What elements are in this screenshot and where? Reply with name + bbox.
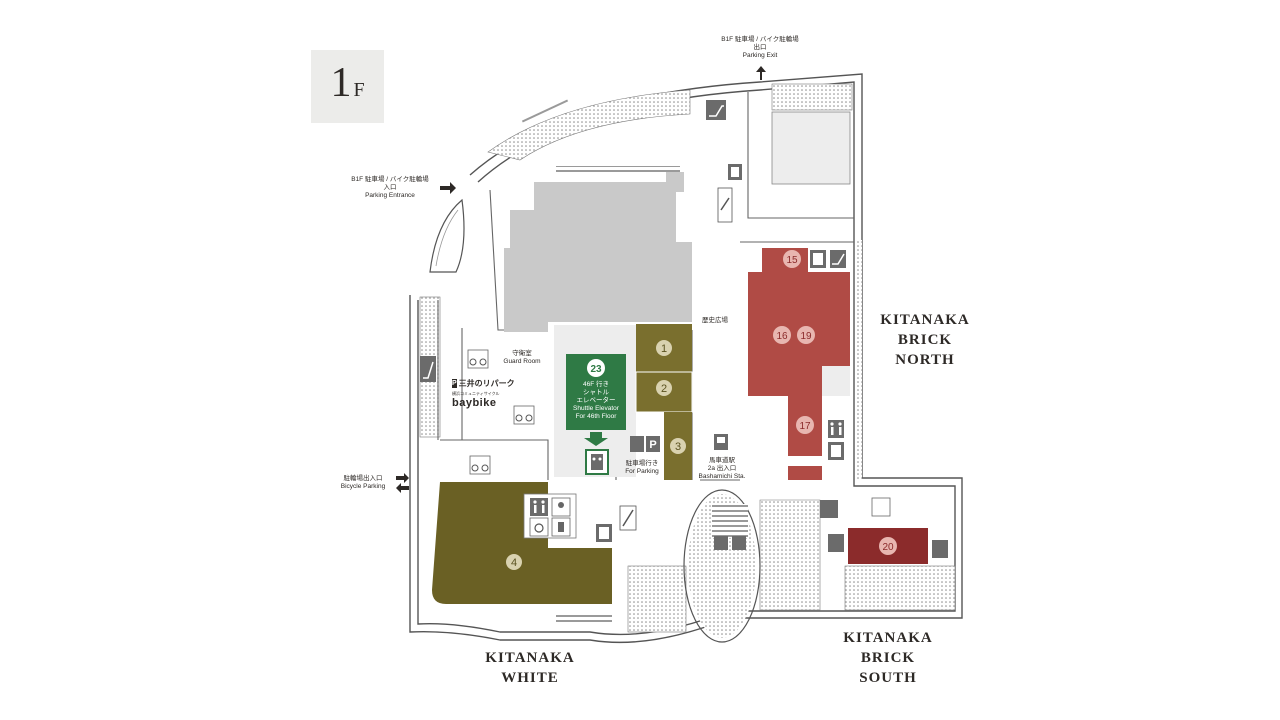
bicycle-icon [469, 455, 491, 475]
building-label-north[interactable]: KITANAKA BRICK NORTH [880, 312, 970, 368]
elevator-icon [828, 442, 844, 460]
nursing-icon [551, 517, 571, 537]
svg-text:16: 16 [776, 331, 788, 342]
building-label-white[interactable]: KITANAKA WHITE [485, 650, 575, 686]
escalator-icon [717, 187, 733, 223]
escalator-icon [706, 100, 726, 120]
escalator-icon [820, 497, 891, 518]
shop-badges: 1 2 3 4 15 16 19 17 20 23 [506, 250, 897, 570]
shop-badge-20[interactable]: 20 [879, 537, 897, 555]
shop-badge-15[interactable]: 15 [783, 250, 801, 268]
parking-icon: P [452, 379, 457, 388]
baby-room-icon [551, 497, 571, 517]
pavement-areas [419, 83, 956, 633]
train-icon [714, 434, 728, 450]
elevator-icon [591, 454, 603, 470]
svg-text:17: 17 [799, 421, 811, 432]
baybike-subtitle: 横浜コミュニティサイクル [452, 391, 500, 396]
escalator-icon [830, 250, 846, 268]
shop-badge-4[interactable]: 4 [506, 554, 522, 570]
arrow-left-icon [396, 483, 409, 493]
svg-text:15: 15 [786, 255, 798, 266]
parking-entrance-ramp [429, 198, 465, 273]
bicycle-parking-label[interactable]: 駐輪場出入口 Bicycle Parking [340, 475, 386, 490]
light-grey-block [771, 111, 851, 185]
svg-text:19: 19 [800, 331, 812, 342]
shop-badge-23[interactable]: 23 [587, 359, 605, 377]
shop-badge-2[interactable]: 2 [656, 380, 672, 396]
mitsui-repark-logo: 三井のリパーク [458, 379, 515, 388]
shop-badge-3[interactable]: 3 [670, 438, 686, 454]
escalator-icon [619, 505, 637, 531]
shop-17-annex [788, 466, 822, 480]
stairs-north [556, 166, 680, 172]
history-plaza-label: 歴史広場 [702, 317, 728, 324]
shop-badge-17[interactable]: 17 [796, 416, 814, 434]
svg-text:4: 4 [511, 557, 517, 569]
parking-entrance-label[interactable]: B1F 駐車場 / バイク駐輪場 入口 Parking Entrance [351, 176, 429, 199]
parking-exit-label[interactable]: B1F 駐車場 / バイク駐輪場 出口 Parking Exit [721, 36, 799, 59]
shop-badge-16[interactable]: 16 [773, 326, 791, 344]
pavement-south-plaza [759, 499, 821, 611]
pavement-south [627, 565, 687, 633]
bicycle-icon [467, 349, 489, 369]
pavement-brick-south [844, 565, 956, 611]
pavement-east [856, 240, 862, 480]
escalator-icon [420, 356, 436, 382]
bashamichi-station-label[interactable]: 馬車道駅 2a 出入口 Bashamichi Sta. [698, 457, 746, 480]
pavement-north-arc [487, 89, 691, 161]
shop-4-area [432, 482, 612, 604]
escalator-icon [828, 534, 948, 558]
svg-text:3: 3 [675, 441, 681, 453]
elevator-icon [728, 164, 742, 180]
svg-text:20: 20 [882, 542, 894, 553]
floor-number: 1 [330, 60, 352, 106]
arrow-right-icon [396, 473, 409, 483]
restroom-icon [828, 420, 844, 438]
stairs-arc [521, 97, 569, 125]
floor-suffix: F [353, 79, 365, 101]
guard-room-label: 守衛室 Guard Room [503, 350, 541, 365]
svg-text:1: 1 [661, 343, 667, 355]
bicycle-icon [513, 405, 535, 425]
shuttle-elevator-label[interactable]: 46F 行き シャトル エレベーター Shuttle Elevator For … [573, 381, 619, 420]
baybike-logo: P 三井のリパーク 横浜コミュニティサイクル baybike [452, 378, 515, 412]
baybike-wordmark: baybike [452, 397, 497, 409]
restroom-icon [530, 498, 548, 516]
elevator-icon [596, 524, 612, 542]
pavement-ne [771, 83, 853, 111]
station-plaza-oval [683, 489, 761, 643]
arrow-down-icon [584, 432, 608, 446]
stairs-white [556, 612, 612, 624]
direction-arrows [396, 66, 766, 493]
for-parking-label: 駐車場行き For Parking [625, 460, 659, 475]
escalator-icon [714, 536, 746, 550]
svg-text:23: 23 [590, 364, 602, 375]
arrow-up-icon [756, 66, 766, 80]
shop-badge-1[interactable]: 1 [656, 340, 672, 356]
wheelchair-icon [529, 517, 549, 537]
shop-badge-19[interactable]: 19 [797, 326, 815, 344]
parking-icon: P [630, 436, 660, 452]
elevator-icon [810, 250, 826, 268]
building-label-south[interactable]: KITANAKA BRICK SOUTH [843, 630, 933, 686]
arrow-right-icon [440, 182, 456, 194]
svg-text:2: 2 [661, 383, 667, 395]
grey-building-block [504, 172, 692, 332]
svg-text:P: P [649, 439, 656, 451]
